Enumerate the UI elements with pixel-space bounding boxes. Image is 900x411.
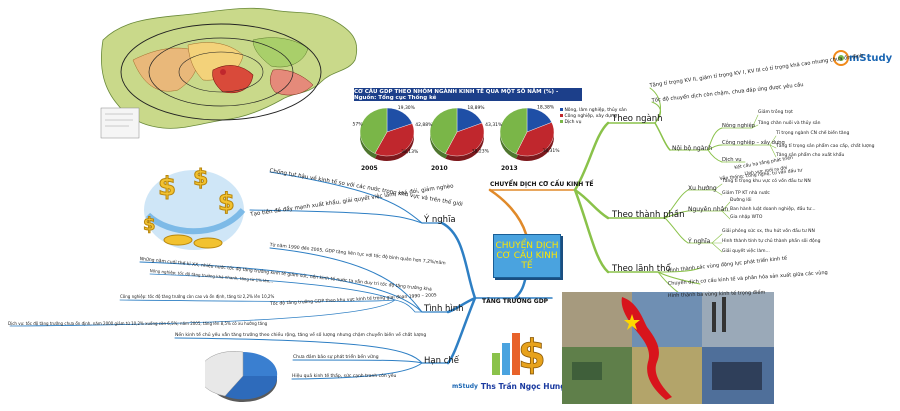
pie-2013-label-2: 43,31% xyxy=(485,122,503,128)
y-nghia-tp-item-2: Hình thành tính tự chủ thành phần sôi độ… xyxy=(722,239,821,244)
thanh-phan-y-nghia[interactable]: Ý nghĩa xyxy=(688,238,711,245)
author-signature: mStudy Ths Trần Ngọc Hưng xyxy=(452,382,566,391)
han-che-item-1: Nền kinh tế chủ yếu vẫn tăng trưởng theo… xyxy=(175,333,427,338)
legend-item-industry: Công nghiệp, xây dựng xyxy=(560,114,617,120)
dollar-coins-illustration: $ $ $ $ xyxy=(143,166,246,250)
center-topic-line1: CHUYỂN DỊCH xyxy=(495,241,559,251)
tinh-hinh-item-4: Công nghiệp: tốc độ tăng trưởng còn cao … xyxy=(120,294,275,299)
pie-year-2010: 2010 xyxy=(431,165,448,172)
nguyen-nhan-item-3: Gia nhập WTO xyxy=(730,215,763,220)
pie-2010-label-1: 38,23% xyxy=(472,148,490,154)
legend-item-services: Dịch vụ xyxy=(560,120,590,126)
pie-2010-label-0: 18,89% xyxy=(467,105,485,111)
pie-2013-slice-2 xyxy=(499,107,528,155)
y-nghia-tp-item-1: Giải phóng sức sx, thu hút vốn đầu tư NN xyxy=(722,229,815,234)
center-topic-line2: CƠ CẤU KINH TẾ xyxy=(496,251,558,271)
cong-nghiep-item-1: Tỉ trọng ngành CN chế biến tăng xyxy=(776,131,850,136)
thanh-phan-nguyen-nhan[interactable]: Nguyên nhân xyxy=(688,206,729,213)
pie-2005-slice-2 xyxy=(359,107,388,154)
nong-nghiep-item-2: Tăng chăn nuôi và thủy sản xyxy=(758,121,821,126)
pie-2005-label-1: 38,13% xyxy=(401,149,419,155)
node-theo-nganh[interactable]: Theo ngành xyxy=(612,114,663,124)
pie-panel-title: CƠ CẤU GDP THEO NHÓM NGÀNH KINH TẾ QUA M… xyxy=(354,88,582,101)
branch-economic-restructuring[interactable]: CHUYỂN DỊCH CƠ CẤU KINH TẾ xyxy=(490,181,594,188)
svg-text:$: $ xyxy=(218,188,235,216)
node-theo-thanh-phan[interactable]: Theo thành phần xyxy=(612,210,685,220)
pie-legend: Nông, lâm nghiệp, thủy sản Công nghiệp, … xyxy=(560,108,627,126)
noi-bo-dich-vu[interactable]: Dịch vụ xyxy=(722,157,742,163)
vietnam-economy-photo-collage xyxy=(562,292,774,404)
author-name: Ths Trần Ngọc Hưng xyxy=(480,382,566,391)
dollar-growth-illustration: $ xyxy=(492,332,546,378)
gdp-structure-pie-charts: 19,30% 38,13% 42,57% 2005 18,89% 38,23% 42,88%… xyxy=(352,105,560,172)
node-tinh-hinh[interactable]: Tình hình xyxy=(424,304,464,314)
node-han-che[interactable]: Hạn chế xyxy=(424,356,459,366)
legend-item-agriculture: Nông, lâm nghiệp, thủy sản xyxy=(560,108,627,114)
xu-huong-item-1: Tăng tỉ trọng khu vực có vốn đầu tư NN xyxy=(722,179,811,184)
node-y-nghia[interactable]: Ý nghĩa xyxy=(424,215,456,225)
mstudy-logo: mStudy xyxy=(833,50,892,66)
pie-2005-slice-1 xyxy=(374,123,415,157)
pie-2010-slice-2 xyxy=(429,107,458,154)
tinh-hinh-item-6: Dịch vụ: tốc độ tăng trưởng chưa ổn định… xyxy=(8,321,268,326)
pie-2013-label-1: 38,31% xyxy=(542,148,560,154)
pie-2005-label-0: 19,30% xyxy=(398,105,416,111)
nguyen-nhan-item-1: Đường lối xyxy=(730,198,752,203)
svg-text:$: $ xyxy=(158,172,176,202)
svg-text:$: $ xyxy=(518,332,546,378)
thanh-phan-xu-huong[interactable]: Xu hướng xyxy=(688,185,717,192)
pie-2010-label-2: 42,88% xyxy=(415,122,433,128)
han-che-item-2: Chưa đảm bảo sự phát triển bền vững xyxy=(293,355,379,360)
center-topic[interactable]: CHUYỂN DỊCH CƠ CẤU KINH TẾ xyxy=(493,234,561,278)
node-noi-bo-nganh[interactable]: Nội bộ ngành xyxy=(672,145,713,152)
mstudy-logo-text: mStudy xyxy=(849,52,893,64)
cong-nghiep-item-3: Tăng sản phẩm cho xuất khẩu xyxy=(776,153,845,158)
noi-bo-cong-nghiep[interactable]: Công nghiệp – xây dựng xyxy=(722,140,785,146)
nong-nghiep-item-1: Giảm trồng trọt xyxy=(758,110,793,115)
mstudy-logo-icon xyxy=(833,50,849,66)
pie-year-2005: 2005 xyxy=(361,165,378,172)
pie-2013-slice-1 xyxy=(515,122,555,157)
y-nghia-tp-item-3: Giải quyết việc làm... xyxy=(722,249,770,254)
pie-2013-label-0: 18,38% xyxy=(537,105,555,111)
mstudy-small-logo: mStudy xyxy=(452,383,478,390)
nguyen-nhan-item-2: Ban hành luật doanh nghiệp, đầu tư... xyxy=(730,207,816,212)
pie-year-2013: 2013 xyxy=(501,165,518,172)
branch-gdp-growth[interactable]: TĂNG TRƯỞNG GDP xyxy=(482,298,549,305)
cong-nghiep-item-2: Tăng tỉ trọng sản phẩm cao cấp, chất lượ… xyxy=(776,144,875,149)
pie-2010-slice-1 xyxy=(445,122,485,157)
noi-bo-nong-nghiep[interactable]: Nông nghiệp xyxy=(722,123,756,129)
svg-text:$: $ xyxy=(143,214,156,235)
node-theo-lanh-tho[interactable]: Theo lãnh thổ xyxy=(612,264,671,274)
xu-huong-item-2: Giảm TP KT nhà nước xyxy=(722,191,770,196)
pie-2005-label-2: 42,57% xyxy=(352,122,363,128)
han-che-item-3: Hiệu quả kinh tế thấp, sức cạnh tranh cò… xyxy=(292,374,397,379)
bottom-left-pie-illustration xyxy=(205,350,278,402)
svg-text:$: $ xyxy=(193,166,208,191)
vietnam-north-map xyxy=(93,0,365,143)
